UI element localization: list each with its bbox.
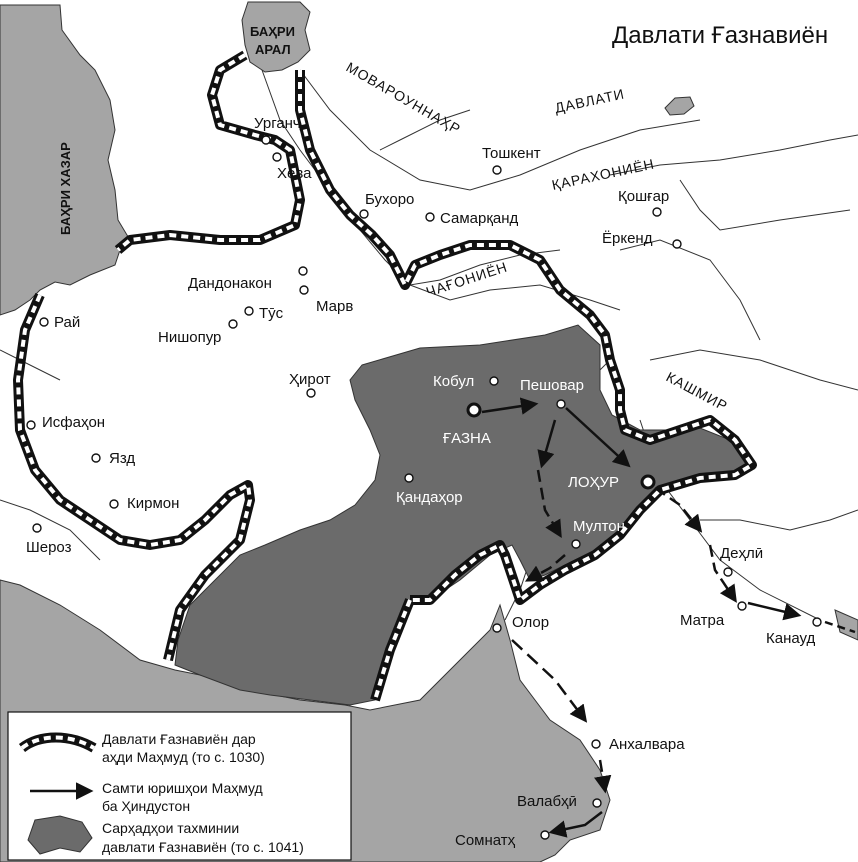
city-label-peshovar: Пешовар xyxy=(520,377,584,394)
city-labels: Урганҷ Хева Бухоро Самарқанд Тошкент Қош… xyxy=(26,115,816,849)
route-kanaud-east xyxy=(824,620,856,634)
route-matra-kanaud xyxy=(747,601,802,621)
capital-dot-ghazna xyxy=(466,402,482,418)
region-label-chaghoniyon: ЧАҒОНИЁН xyxy=(424,258,510,299)
route-multon-south xyxy=(524,554,566,582)
city-label-isfahon: Исфаҳон xyxy=(42,414,105,431)
region-label-kashmir: КАШМИР xyxy=(664,369,731,415)
legend-campaign-text-1: Самти юришҳои Маҳмуд xyxy=(102,780,263,796)
route-valabhi-somnath xyxy=(548,811,603,838)
city-dot xyxy=(672,239,682,249)
city-label-ghazna: ҒАЗНА xyxy=(443,430,491,447)
city-label-urganch: Урганҷ xyxy=(254,115,301,132)
capital-dot-lohur xyxy=(640,474,656,490)
map-title: Давлати Ғазнавиён xyxy=(612,22,828,49)
city-dot xyxy=(39,317,49,327)
city-label-dehli: Деҳлӣ xyxy=(720,545,763,562)
city-label-kirmon: Кирмон xyxy=(127,495,179,512)
city-dot xyxy=(32,523,42,533)
city-label-bukhoro: Бухоро xyxy=(365,191,414,208)
city-dot xyxy=(492,165,502,175)
legend-border-text-1: Давлати Ғазнавиён дар xyxy=(102,731,256,747)
city-label-yazd: Язд xyxy=(109,450,135,467)
empire-border-1030 xyxy=(13,50,757,702)
city-label-kobul: Кобул xyxy=(433,373,474,390)
city-dot xyxy=(109,499,119,509)
city-label-ray: Рай xyxy=(54,314,80,331)
city-dot xyxy=(492,623,502,633)
city-dot xyxy=(244,306,254,316)
city-dot xyxy=(812,617,822,627)
legend-campaign-text-2: ба Ҳиндустон xyxy=(102,798,190,814)
legend-border-text-2: аҳди Маҳмуд (то с. 1030) xyxy=(102,749,265,765)
city-label-hirot: Ҳирот xyxy=(289,371,331,388)
route-to-dehli xyxy=(708,544,737,603)
city-dot xyxy=(540,830,550,840)
city-label-matra: Матра xyxy=(680,612,725,629)
lake-issyk xyxy=(664,96,695,116)
city-label-kanaud: Канауд xyxy=(766,630,816,647)
city-dot xyxy=(359,209,369,219)
legend-area-text-1: Сарҳадҳои тахминии xyxy=(102,820,239,836)
route-peshovar-south xyxy=(537,419,557,469)
route-ghazna-peshovar xyxy=(481,397,539,415)
sea-label-aral-1: БАҲРИ xyxy=(250,24,295,39)
bay-of-bengal xyxy=(834,609,858,641)
city-label-multon: Мултон xyxy=(573,518,625,535)
route-lohur-east xyxy=(654,486,703,533)
city-dot xyxy=(298,266,308,276)
route-anhalvara-valabhi xyxy=(594,759,612,794)
city-label-marv: Марв xyxy=(316,298,353,315)
city-dot xyxy=(591,739,601,749)
city-label-anhalvara: Анхалвара xyxy=(609,736,685,753)
city-dot xyxy=(26,420,36,430)
city-dot xyxy=(592,798,602,808)
city-dot xyxy=(299,285,309,295)
city-dot xyxy=(571,539,581,549)
city-label-koshgar: Қошғар xyxy=(618,188,669,205)
legend: Давлати Ғазнавиён дар аҳди Маҳмуд (то с.… xyxy=(7,711,352,861)
city-label-yorkand: Ёркенд xyxy=(602,230,653,247)
city-dot xyxy=(652,207,662,217)
city-markers xyxy=(26,135,822,840)
city-label-dandonakon: Дандонакон xyxy=(188,275,272,292)
sea-label-caspian: БАҲРИ ХАЗАР xyxy=(58,142,73,235)
city-label-heva: Хева xyxy=(277,165,312,182)
campaign-routes xyxy=(481,397,856,838)
sea-label-aral-2: АРАЛ xyxy=(255,42,291,57)
region-label-movarounnahr: МОВАРОУННАҲР xyxy=(344,59,464,138)
city-label-toshkent: Тошкент xyxy=(482,145,541,162)
city-label-olor: Олор xyxy=(512,614,549,631)
route-peshovar-lohur xyxy=(565,407,631,468)
route-to-multon xyxy=(536,469,562,539)
legend-area-swatch xyxy=(27,815,93,855)
region-label-karakhanid-1: ДАВЛАТИ xyxy=(553,86,626,116)
city-label-somnath: Сомнатҳ xyxy=(455,832,516,849)
city-dot xyxy=(261,135,271,145)
city-dot xyxy=(404,473,414,483)
city-label-kandahor: Қандаҳор xyxy=(396,489,463,506)
legend-area-text-2: давлати Ғазнавиён (то с. 1041) xyxy=(102,839,304,855)
city-label-sheroz: Шероз xyxy=(26,539,72,556)
city-label-tus: Тӯс xyxy=(259,305,284,322)
city-dot xyxy=(91,453,101,463)
city-label-lohur: ЛОҲУР xyxy=(568,474,619,491)
legend-border-symbol-inner xyxy=(20,735,96,750)
city-dot xyxy=(228,319,238,329)
city-dot xyxy=(737,601,747,611)
city-dot xyxy=(306,388,316,398)
city-dot xyxy=(272,152,282,162)
aral-sea xyxy=(241,1,311,73)
city-label-samarkand: Самарқанд xyxy=(440,210,519,227)
city-label-nishopur: Нишопур xyxy=(158,329,221,346)
city-dot xyxy=(489,376,499,386)
city-label-valabhi: Валабҳӣ xyxy=(517,793,577,810)
city-dot xyxy=(723,567,733,577)
city-dot xyxy=(556,399,566,409)
city-dot xyxy=(425,212,435,222)
route-olor-anhalvara xyxy=(511,639,588,723)
